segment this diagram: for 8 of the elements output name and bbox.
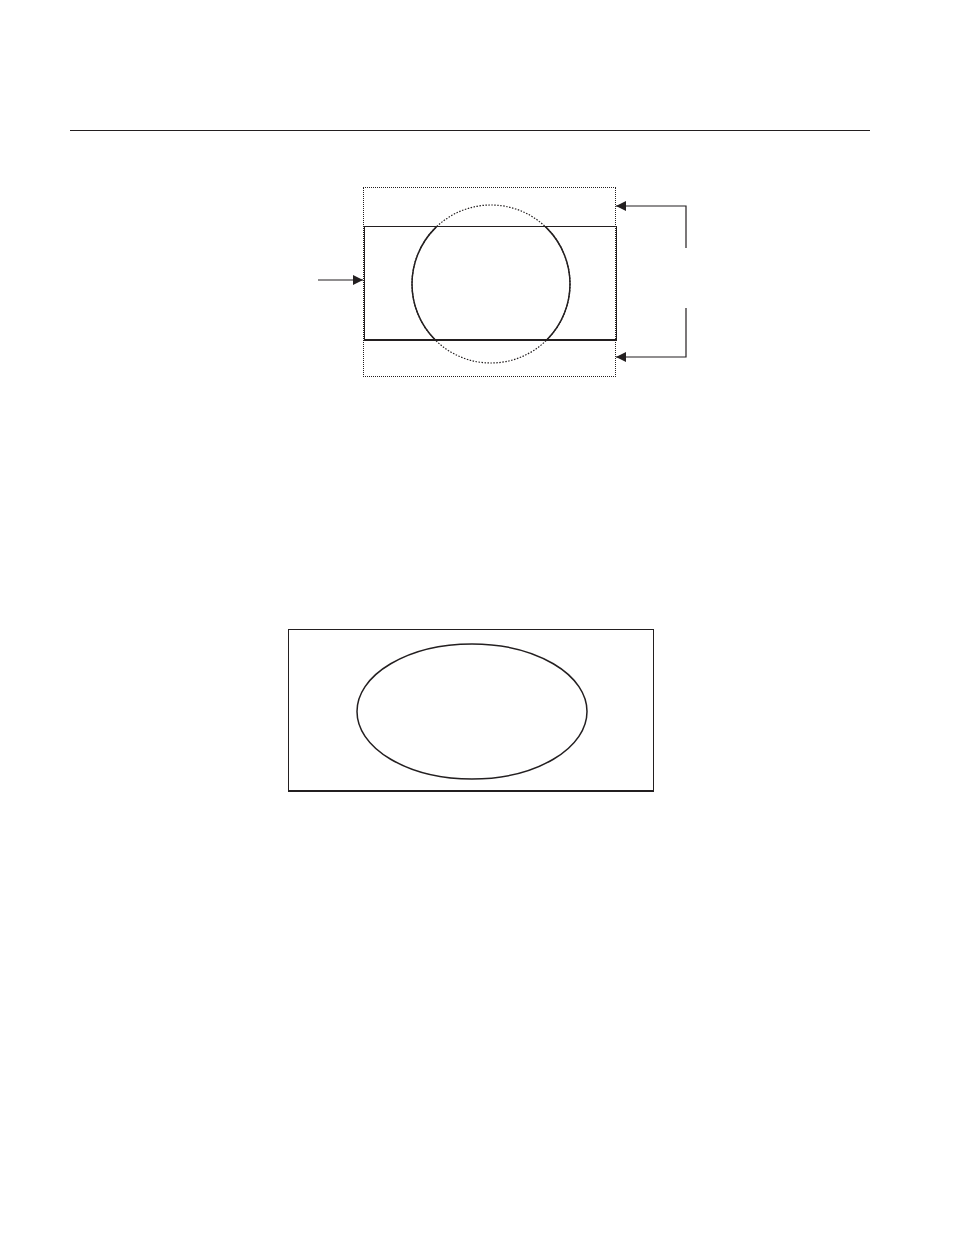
circle-shape [411, 204, 571, 364]
arrow [615, 201, 687, 249]
ellipse-shape [356, 643, 588, 780]
rectangle-frame [364, 226, 617, 341]
arrow [317, 275, 364, 285]
rectangle-frame [288, 629, 654, 792]
arrow [615, 307, 687, 362]
dotted-frame [363, 187, 616, 377]
